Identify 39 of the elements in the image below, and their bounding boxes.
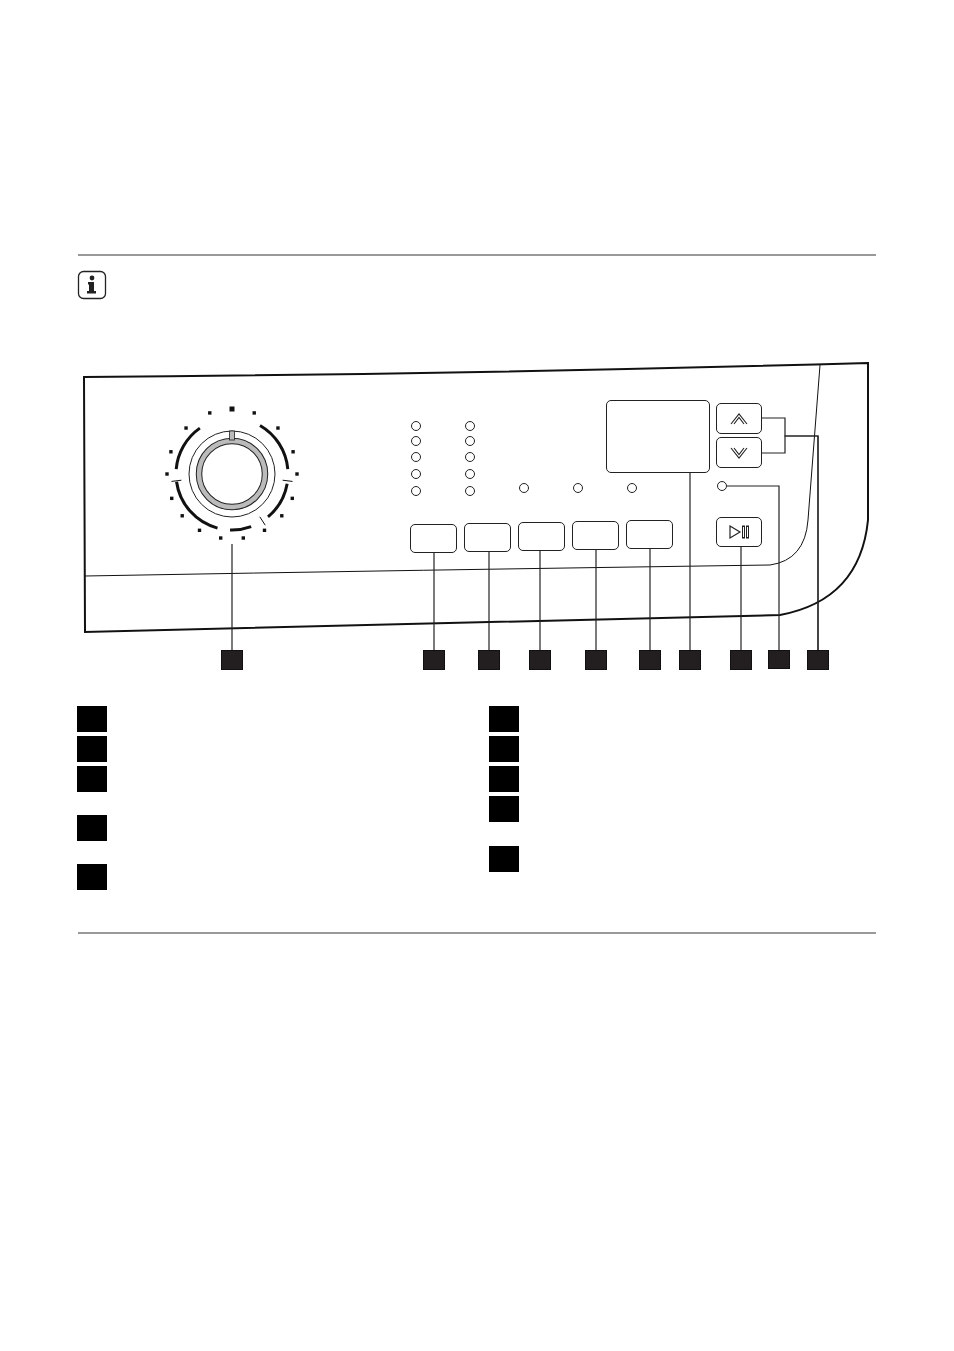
push-button [464, 523, 511, 552]
leader-line [231, 543, 233, 651]
leader-line [433, 552, 435, 651]
push-button [626, 520, 673, 549]
callout-marker [768, 650, 790, 669]
callout-marker [489, 766, 519, 792]
callout-marker [77, 736, 107, 762]
start-pause-button [716, 517, 762, 547]
callout-marker [77, 864, 107, 890]
leader-line [649, 548, 651, 651]
up-button [716, 403, 762, 434]
callout-marker [77, 706, 107, 732]
push-button [410, 524, 457, 553]
callout-marker [529, 650, 551, 670]
leader-line [595, 549, 597, 651]
leader-line [726, 485, 780, 651]
indicator-light [717, 481, 727, 491]
leader-line [539, 550, 541, 651]
push-button [518, 522, 565, 551]
push-button [572, 521, 619, 550]
leader-line [689, 472, 691, 651]
callout-marker [730, 650, 752, 670]
callout-marker [807, 650, 829, 670]
callout-marker [489, 706, 519, 732]
callout-marker [423, 650, 445, 670]
callout-marker [77, 766, 107, 792]
callout-marker [221, 650, 243, 670]
callout-marker [639, 650, 661, 670]
callout-marker [679, 650, 701, 670]
display-screen [606, 400, 710, 473]
callout-marker [77, 815, 107, 841]
callout-marker [489, 736, 519, 762]
leader-line [740, 546, 742, 651]
down-button [716, 437, 762, 468]
callout-marker [489, 846, 519, 872]
callout-marker [489, 796, 519, 822]
leader-line [488, 551, 490, 651]
callout-marker [478, 650, 500, 670]
callout-marker [585, 650, 607, 670]
